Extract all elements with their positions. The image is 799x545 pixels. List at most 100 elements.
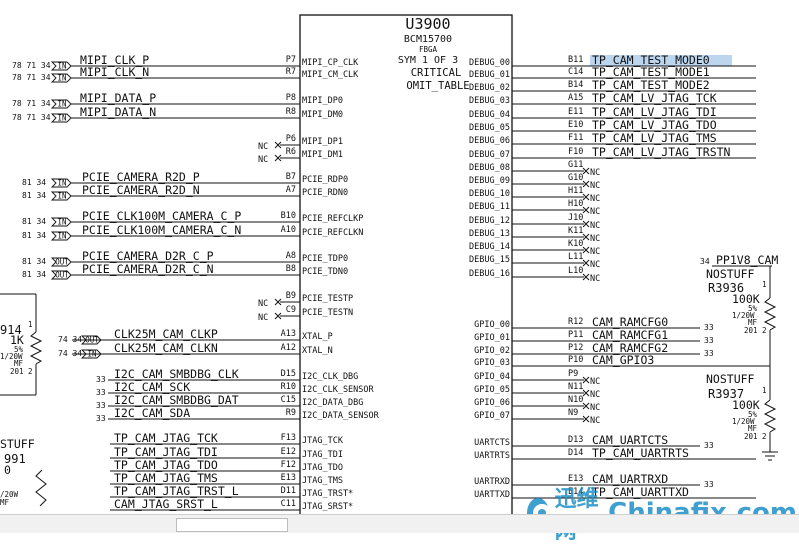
pin-label: DEBUG_09 [469, 176, 510, 186]
net-label: I2C_CAM_SCK [114, 380, 190, 394]
pin-label: GPIO_02 [474, 346, 510, 356]
pin-label: I2C_CLK_SENSOR [302, 385, 375, 395]
pin-number: E11 [568, 107, 583, 117]
pin-label: DEBUG_13 [469, 229, 510, 239]
nc-x-icon [582, 167, 590, 175]
pin-number: N9 [568, 408, 578, 418]
pin-label: I2C_CLK_DBG [302, 372, 358, 382]
pin-number: H11 [568, 186, 583, 196]
pin-number: C11 [281, 499, 296, 509]
chip-body [299, 14, 513, 516]
net-label: I2C_CAM_SMBDBG_DAT [114, 393, 239, 407]
port-flag-in-icon: IN [50, 178, 72, 188]
nc-x-icon [582, 402, 590, 410]
chip-package: FBGA [419, 45, 438, 54]
r3936-power: 1/20W [732, 311, 755, 320]
nc-x-icon [274, 141, 282, 149]
r3936-ref: R3936 [708, 281, 744, 295]
nc-label: NC [590, 247, 600, 257]
pin-number: B7 [286, 172, 296, 182]
bottom-toolbar-field[interactable] [176, 518, 288, 532]
pin-label: DEBUG_05 [469, 123, 510, 133]
pin-label: GPIO_00 [474, 320, 510, 330]
left-partial-value2: 0 [4, 463, 11, 477]
left-partial-ref2: 991 [4, 452, 26, 466]
svg-text:IN: IN [57, 114, 66, 123]
net-label: TP_CAM_TEST_MODE1 [592, 65, 710, 79]
svg-text:IN: IN [57, 62, 66, 71]
pin-number: F12 [281, 460, 296, 470]
net-label: MIPI_CLK_P [80, 53, 149, 67]
pin-number: K11 [568, 226, 583, 236]
r3937-value: 100K [732, 398, 760, 412]
pin-label: PCIE_REFCLKN [302, 228, 363, 238]
port-flag-out-icon: OUT [50, 257, 72, 267]
pin-number: A8 [286, 251, 296, 261]
pin-label: DEBUG_00 [469, 58, 510, 68]
pin-label: PCIE_TDP0 [302, 254, 348, 264]
pin-number: G11 [568, 160, 583, 170]
net-label: TP_CAM_JTAG_TMS [114, 471, 218, 485]
pin-number: E14 [568, 487, 583, 497]
pin-number: R7 [286, 67, 296, 77]
ref-label: 81 34 [22, 217, 46, 226]
ref-label: 74 34 [58, 335, 82, 344]
left-partial-power1: 1/20W [0, 352, 23, 361]
nc-label: NC [590, 416, 600, 426]
left-partial-tag2: STUFF [0, 437, 35, 451]
pin-number: R12 [568, 317, 583, 327]
nc-label: NC [590, 377, 600, 387]
pin-label: XTAL_N [302, 346, 333, 356]
pin-label: JTAG_SRST* [302, 502, 353, 512]
pin-number: P8 [286, 93, 296, 103]
nc-label: NC [590, 234, 600, 244]
pin-label: I2C_DATA_DBG [302, 398, 363, 408]
nc-x-icon [582, 376, 590, 384]
ref-label: 78 71 34 [12, 61, 51, 70]
pin-label: JTAG_TDI [302, 450, 343, 460]
net-label: PCIE_CLK100M_CAMERA_C_N [82, 223, 241, 237]
pin-label: DEBUG_07 [469, 150, 510, 160]
port-flag-in-icon: IN [50, 191, 72, 201]
net-label: I2C_CAM_SMBDBG_CLK [114, 367, 239, 381]
ref-label: 81 34 [22, 257, 46, 266]
r3936-tag: NOSTUFF [706, 267, 755, 281]
nc-x-icon [582, 193, 590, 201]
nc-label: NC [590, 168, 600, 178]
port-flag-in-icon: IN [50, 61, 72, 71]
power-net-ref: 34 [700, 257, 710, 266]
net-label: TP_CAM_LV_JTAG_TDI [592, 105, 717, 119]
ref-label: 78 71 34 [12, 113, 51, 122]
pin-label: PCIE_REFCLKP [302, 214, 363, 224]
pin-number: B10 [281, 211, 296, 221]
net-label: MIPI_DATA_P [80, 91, 156, 105]
pin-label: GPIO_03 [474, 358, 510, 368]
pin-number: D14 [568, 448, 583, 458]
svg-text:IN: IN [57, 100, 66, 109]
net-highlight [590, 55, 732, 66]
left-partial-type1: MF [14, 359, 24, 368]
pin-number: J10 [568, 213, 583, 223]
net-label: CLK25M_CAM_CLKN [114, 341, 218, 355]
ref-label: 33 [704, 441, 714, 450]
pin-label: GPIO_01 [474, 333, 510, 343]
pin-number: P12 [568, 343, 583, 353]
pin-number: F13 [281, 433, 296, 443]
pin-number: E13 [281, 473, 296, 483]
pin-label: JTAG_TDO [302, 463, 343, 473]
pin-label: DEBUG_14 [469, 242, 510, 252]
svg-text:IN: IN [57, 192, 66, 201]
